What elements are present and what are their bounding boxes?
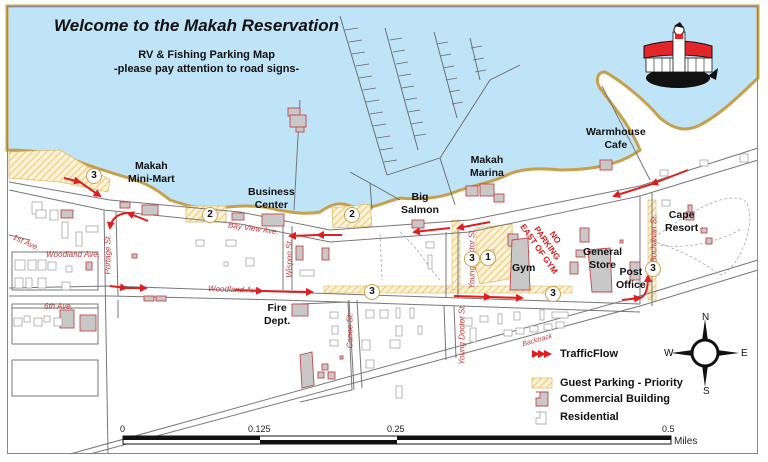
street-woodland-ave-mid: Woodland Ave.: [207, 284, 262, 295]
subtitle-line-1: RV & Fishing Parking Map: [138, 49, 275, 61]
street-6th-ave: 6th Ave.: [44, 302, 73, 311]
dock-fingers: [344, 27, 487, 163]
compass-east-label: E: [741, 348, 748, 359]
residential-buildings: [13, 153, 749, 399]
parking-badge-business-2: 2: [344, 207, 360, 223]
parking-badge-young-doctor-3: 3: [464, 251, 480, 267]
hatched-swatch-icon: [531, 377, 553, 389]
roads: [8, 85, 759, 455]
traffic-arrows-icon: [532, 350, 552, 358]
legend-item-commercial-building: Commercial Building: [560, 393, 671, 405]
street-buchanan-st: Buchanan St.: [649, 214, 659, 263]
parking-badge-west-2: 2: [202, 207, 218, 223]
scale-tick-0125: 0.125: [248, 424, 271, 434]
water-body: [5, 4, 760, 215]
legend-item-residential: Residential: [560, 411, 619, 423]
scale-tick-0: 0: [120, 424, 126, 434]
label-business-center: Business Center: [248, 186, 295, 211]
subtitle-line-2: -please pay attention to road signs-: [114, 63, 300, 75]
street-young-doctor-st-south: Young Doctor St.: [457, 304, 467, 365]
marina-docks: [339, 15, 521, 211]
scale-bar: [122, 435, 672, 445]
dashed-trails: [379, 197, 751, 281]
label-cape-resort: Cape Resort: [665, 209, 699, 234]
scale-unit-miles: Miles: [674, 436, 698, 447]
street-canoe-st: Canoe St.: [345, 312, 355, 349]
scale-tick-05: 0.5: [662, 424, 675, 434]
legend-item-guest-parking: Guest Parking - Priority: [560, 377, 683, 389]
compass-north-label: N: [702, 312, 710, 323]
parking-badge-buchanan-3: 3: [645, 261, 661, 277]
compass-west-label: W: [664, 348, 674, 359]
map-subtitle: RV & Fishing Parking Map -please pay att…: [114, 48, 299, 76]
commercial-building-icon: [535, 391, 549, 407]
label-makah-mini-mart: Makah Mini-Mart: [128, 160, 175, 185]
thunderbird-whale-logo: [643, 22, 718, 88]
label-big-salmon: Big Salmon: [401, 191, 439, 216]
residential-building-icon: [535, 411, 547, 425]
compass-south-label: S: [703, 386, 710, 397]
label-warmhouse-cafe: Warmhouse Cafe: [586, 126, 646, 151]
parking-badge-woodland-3a: 3: [364, 284, 380, 300]
legend-swatches: [531, 350, 553, 425]
label-makah-marina: Makah Marina: [470, 154, 504, 179]
traffic-flow-arrows: [63, 169, 689, 303]
label-gym: Gym: [512, 262, 536, 274]
label-general-store: General Store: [583, 246, 623, 271]
scale-tick-025: 0.25: [387, 424, 405, 434]
label-post-office: Post Office: [616, 266, 646, 291]
parking-badge-woodland-3b: 3: [545, 286, 561, 302]
parking-badge-gym-1: 1: [480, 250, 496, 266]
compass-rose: [671, 319, 739, 387]
commercial-buildings: [59, 107, 713, 389]
parking-badge-mini-mart: 3: [86, 168, 102, 184]
map-title: Welcome to the Makah Reservation: [54, 16, 339, 35]
street-wispoo-st: Wispoo St.: [284, 239, 294, 278]
street-portage-st: Portage St.: [103, 234, 113, 275]
label-fire-dept: Fire Dept.: [264, 302, 291, 327]
street-woodland-ave-west: Woodland Ave.: [46, 250, 100, 259]
legend-item-traffic-flow: TrafficFlow: [560, 348, 619, 360]
